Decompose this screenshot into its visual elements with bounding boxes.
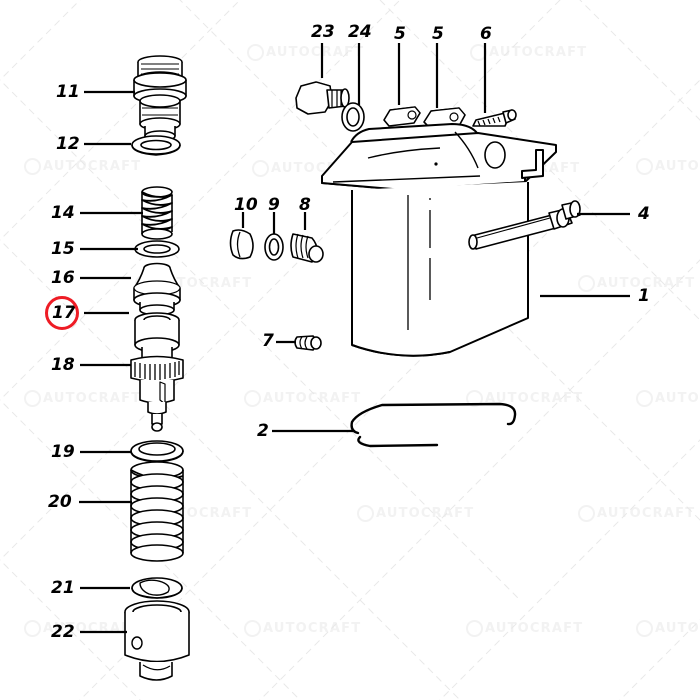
part-number-label-10[interactable]: 10 [234,195,258,215]
part-number-label-2[interactable]: 2 [257,421,269,441]
part-18-injector-nozzle-shaft [130,355,184,432]
part-number-label-16[interactable]: 16 [51,268,75,288]
part-number-label-15[interactable]: 15 [51,239,75,259]
part-4-fuel-pipe-assembly [468,200,581,250]
part-number-label-21[interactable]: 21 [51,578,75,598]
part-24-sealing-ring [341,102,365,132]
part-19-spring-seat-washer [130,440,184,463]
part-2-retaining-wire-clip [350,402,517,448]
part-23-hex-cap-nut [295,81,350,115]
part-number-label-1[interactable]: 1 [638,286,650,306]
part-7-plug-fitting [294,335,322,351]
part-number-label-4[interactable]: 4 [638,204,650,224]
callout-leader-lines [79,43,630,634]
part-10-sealing-cap [229,229,254,260]
part-16-valve-cone-body [133,262,181,316]
part-number-label-19[interactable]: 19 [51,442,75,462]
part-15-o-ring [134,240,180,258]
centre-small-parts [229,229,324,351]
part-number-label-9[interactable]: 9 [268,195,280,215]
part-21-retaining-ring [131,577,183,599]
part-1-fuel-tank-body [321,123,557,357]
part-11-threaded-connector [133,55,187,142]
part-14-coil-spring-small [141,186,173,240]
part-number-label-8[interactable]: 8 [299,195,311,215]
part-number-label-12[interactable]: 12 [56,134,80,154]
part-number-label-5[interactable]: 5 [432,24,444,44]
part-22-injector-housing-cup [124,600,190,681]
part-12-o-ring [131,135,181,156]
part-number-label-22[interactable]: 22 [51,622,75,642]
part-number-label-14[interactable]: 14 [51,203,75,223]
top-small-parts [295,81,517,132]
part-number-label-23[interactable]: 23 [311,22,335,42]
part-number-label-7[interactable]: 7 [262,331,274,351]
part-number-label-20[interactable]: 20 [48,492,72,512]
part-number-label-5[interactable]: 5 [394,24,406,44]
part-number-label-11[interactable]: 11 [56,82,80,102]
highlight-ring-part-17[interactable] [45,296,79,330]
part-20-coil-spring-large [130,461,184,562]
part-9-washer-ring [264,233,284,261]
part-number-label-18[interactable]: 18 [51,355,75,375]
part-5-clamp-bracket-a [383,106,421,127]
left-part-column [124,55,190,681]
part-number-label-24[interactable]: 24 [348,22,372,42]
part-6-screw-bolt [472,109,517,127]
part-8-stepped-bushing [290,233,324,263]
part-number-label-6[interactable]: 6 [480,24,492,44]
